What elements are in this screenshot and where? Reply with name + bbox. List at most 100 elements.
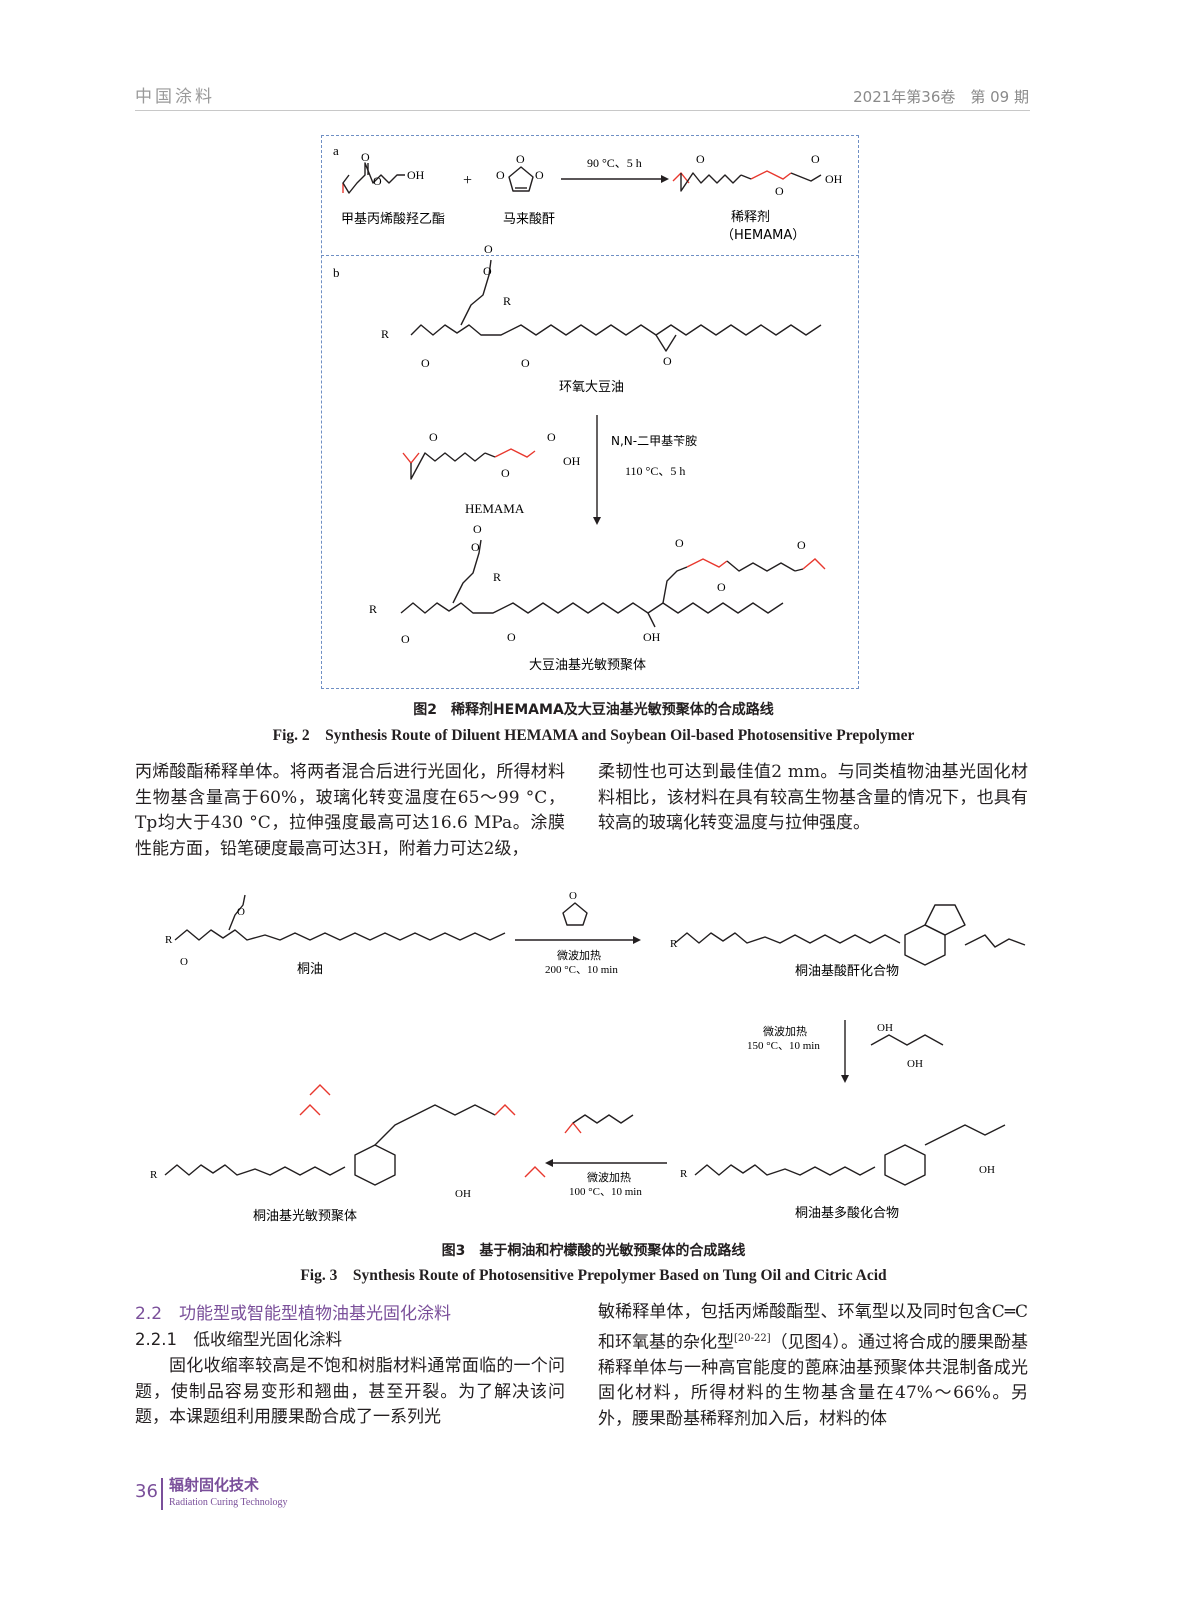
hemama-label: HEMAMA xyxy=(465,501,525,516)
prepolymer-label: 大豆油基光敏预聚体 xyxy=(529,658,646,673)
svg-text:O: O xyxy=(237,906,245,918)
reactant-1-label: 甲基丙烯酸羟乙酯 xyxy=(341,212,445,227)
page-number: 36 xyxy=(135,1481,158,1502)
svg-text:O: O xyxy=(797,538,806,552)
journal-name: 中国涂料 xyxy=(135,87,215,107)
anhydride-product-structure: R xyxy=(670,904,1026,966)
figure-3-scheme: R O O 桐油 O 微波加热 200 °C、10 min R 桐油基酸酐化合物… xyxy=(150,890,1026,1224)
maleic-anhydride-reagent: O xyxy=(562,890,588,926)
svg-text:OH: OH xyxy=(907,1058,923,1070)
product-1-code: （HEMAMA） xyxy=(721,228,805,243)
figure-2-caption-en: Fig. 2 Synthesis Route of Diluent HEMAMA… xyxy=(272,727,915,744)
svg-text:O: O xyxy=(473,522,482,536)
svg-text:O: O xyxy=(675,536,684,550)
tung-oil-structure: R O O xyxy=(165,894,506,968)
citric-acid-structure: OH OH xyxy=(870,1022,944,1070)
svg-text:OH: OH xyxy=(643,630,661,644)
svg-text:OH: OH xyxy=(407,168,425,182)
hema-structure: O O OH xyxy=(342,150,425,194)
figure-2-divider xyxy=(321,255,859,256)
step-1-bottom: 200 °C、10 min xyxy=(545,964,618,976)
hemama-structure: O O O OH xyxy=(672,152,843,198)
svg-text:O: O xyxy=(516,152,525,166)
svg-text:O: O xyxy=(361,150,370,164)
maleic-anhydride-structure: O O O xyxy=(496,152,544,192)
body-text-left-1: 丙烯酸酯稀释单体。将两者混合后进行光固化，所得材料生物基含量高于60%，玻璃化转… xyxy=(135,762,565,859)
step-3-bottom: 100 °C、10 min xyxy=(569,1186,642,1198)
svg-text:O: O xyxy=(401,632,410,646)
step-3-top: 微波加热 xyxy=(587,1170,631,1184)
reactant-2-label: 马来酸酐 xyxy=(503,212,555,227)
svg-text:OH: OH xyxy=(825,172,843,186)
issue-info: 2021年第36卷 第 09 期 xyxy=(853,88,1029,106)
tung-prepolymer-label: 桐油基光敏预聚体 xyxy=(253,1209,357,1224)
svg-text:O: O xyxy=(663,354,672,368)
svg-text:R: R xyxy=(503,294,511,308)
svg-text:O: O xyxy=(717,580,726,594)
section-heading-2-2: 2.2 功能型或智能型植物油基光固化涂料 xyxy=(135,1304,452,1324)
product-1-label: 稀释剂 xyxy=(731,210,770,225)
svg-text:O: O xyxy=(775,184,784,198)
svg-text:R: R xyxy=(670,938,678,950)
svg-text:O: O xyxy=(547,430,556,444)
svg-text:O: O xyxy=(507,630,516,644)
footer-journal-en: Radiation Curing Technology xyxy=(169,1497,288,1508)
svg-text:O: O xyxy=(521,356,530,370)
figure-3-caption-cn: 图3 基于桐油和柠檬酸的光敏预聚体的合成路线 xyxy=(441,1243,746,1259)
svg-text:OH: OH xyxy=(563,454,581,468)
svg-text:OH: OH xyxy=(979,1164,995,1176)
header-rule xyxy=(135,110,1030,111)
svg-text:O: O xyxy=(535,168,544,182)
hemama-reagent-structure: O O O OH xyxy=(402,430,581,480)
svg-text:O: O xyxy=(483,264,492,278)
svg-text:R: R xyxy=(165,934,173,946)
svg-text:R: R xyxy=(493,570,501,584)
step-2-top: 微波加热 xyxy=(763,1024,807,1038)
svg-text:O: O xyxy=(421,356,430,370)
svg-text:R: R xyxy=(680,1168,688,1180)
condition-1: 90 °C、5 h xyxy=(587,156,642,170)
figure-2-caption-cn: 图2 稀释剂HEMAMA及大豆油基光敏预聚体的合成路线 xyxy=(413,702,774,718)
footer-divider xyxy=(161,1478,163,1510)
body-text-right-2-part2: （见图4）。通过将合成的腰果酚基稀释单体与一种高官能度的蓖麻油基预聚体共混制备成… xyxy=(598,1332,1028,1429)
polyacid-structure: R OH xyxy=(680,1124,1006,1186)
svg-text:O: O xyxy=(180,956,188,968)
plus-sign: + xyxy=(463,172,472,189)
citation-ref: [20-22] xyxy=(734,1332,771,1344)
esbo-label: 环氧大豆油 xyxy=(559,380,624,395)
panel-b-label: b xyxy=(333,265,340,280)
section-heading-2-2-1: 2.2.1 低收缩型光固化涂料 xyxy=(135,1330,342,1349)
svg-text:O: O xyxy=(429,430,438,444)
body-text-right-2-part1: 敏稀释单体，包括丙烯酸酯型、环氧型以及同时包含C═C和环氧基的杂化型 xyxy=(598,1302,1028,1353)
svg-text:O: O xyxy=(484,242,493,256)
svg-text:O: O xyxy=(569,890,577,902)
svg-text:R: R xyxy=(150,1169,158,1181)
prepolymer-structure: R O O R O O OH O O O xyxy=(369,522,826,646)
step-2-bottom: 150 °C、10 min xyxy=(747,1040,820,1052)
svg-text:O: O xyxy=(696,152,705,166)
svg-text:OH: OH xyxy=(877,1022,893,1034)
tung-prepolymer-structure: R OH xyxy=(150,1084,546,1200)
tung-oil-label: 桐油 xyxy=(297,962,323,977)
esbo-structure: R O O R O O O xyxy=(381,242,822,370)
panel-a-label: a xyxy=(333,143,339,158)
svg-text:R: R xyxy=(381,327,389,341)
svg-text:O: O xyxy=(501,466,510,480)
condition-2: 110 °C、5 h xyxy=(625,464,685,478)
step-1-top: 微波加热 xyxy=(557,948,601,962)
glycidyl-methacrylate-structure xyxy=(564,1114,634,1134)
polyacid-label: 桐油基多酸化合物 xyxy=(795,1205,899,1221)
figure-3-caption-en: Fig. 3 Synthesis Route of Photosensitive… xyxy=(300,1267,887,1284)
svg-text:O: O xyxy=(811,152,820,166)
body-text-right-1: 柔韧性也可达到最佳值2 mm。与同类植物油基光固化材料相比，该材料在具有较高生物… xyxy=(598,762,1028,833)
svg-text:O: O xyxy=(496,168,505,182)
anhydride-product-label: 桐油基酸酐化合物 xyxy=(795,964,899,979)
svg-text:O: O xyxy=(373,174,382,188)
svg-text:O: O xyxy=(471,540,480,554)
body-text-right-2: 敏稀释单体，包括丙烯酸酯型、环氧型以及同时包含C═C和环氧基的杂化型[20-22… xyxy=(598,1300,1028,1432)
figure-2-scheme: a O O OH 甲基丙烯酸羟乙酯 + O O O 马来酸酐 90 °C、5 h… xyxy=(333,143,843,673)
figure-2-frame xyxy=(321,135,859,689)
svg-text:OH: OH xyxy=(455,1188,471,1200)
body-text-left-2: 固化收缩率较高是不饱和树脂材料通常面临的一个问题，使制品容易变形和翘曲，甚至开裂… xyxy=(135,1356,565,1427)
catalyst: N,N-二甲基苄胺 xyxy=(611,434,697,448)
